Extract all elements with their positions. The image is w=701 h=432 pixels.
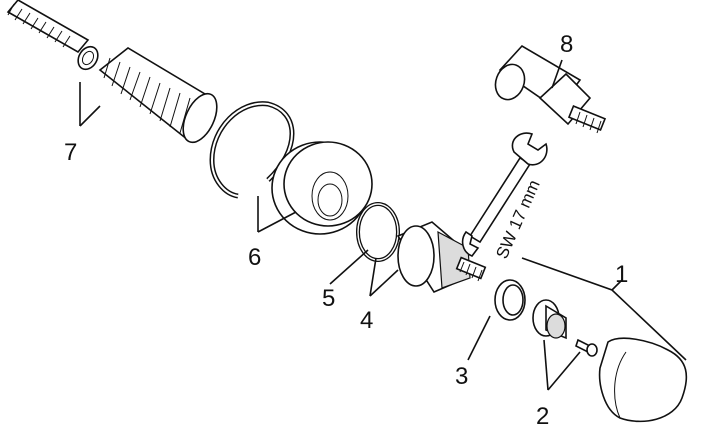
callout-8: 8 — [560, 31, 573, 58]
small-threaded-extension — [6, 0, 99, 71]
handle-adapter — [532, 299, 567, 340]
callout-6: 6 — [248, 244, 261, 271]
handle-knob — [598, 337, 688, 423]
trim-ring — [494, 279, 526, 321]
callout-1: 1 — [615, 261, 628, 288]
large-threaded-extension — [98, 47, 218, 144]
valve-cartridge — [396, 221, 487, 294]
callout-7: 7 — [64, 139, 77, 166]
handle-screw — [575, 338, 598, 357]
extension-piece — [494, 44, 607, 134]
o-ring — [356, 202, 400, 262]
callout-2: 2 — [536, 403, 549, 430]
rosette-plate — [271, 141, 373, 235]
callout-5: 5 — [322, 285, 335, 312]
wrench-tool — [461, 132, 548, 257]
retaining-ring — [209, 101, 295, 199]
callout-4: 4 — [360, 307, 373, 334]
leader-lines — [79, 59, 687, 391]
callout-3: 3 — [455, 363, 468, 390]
